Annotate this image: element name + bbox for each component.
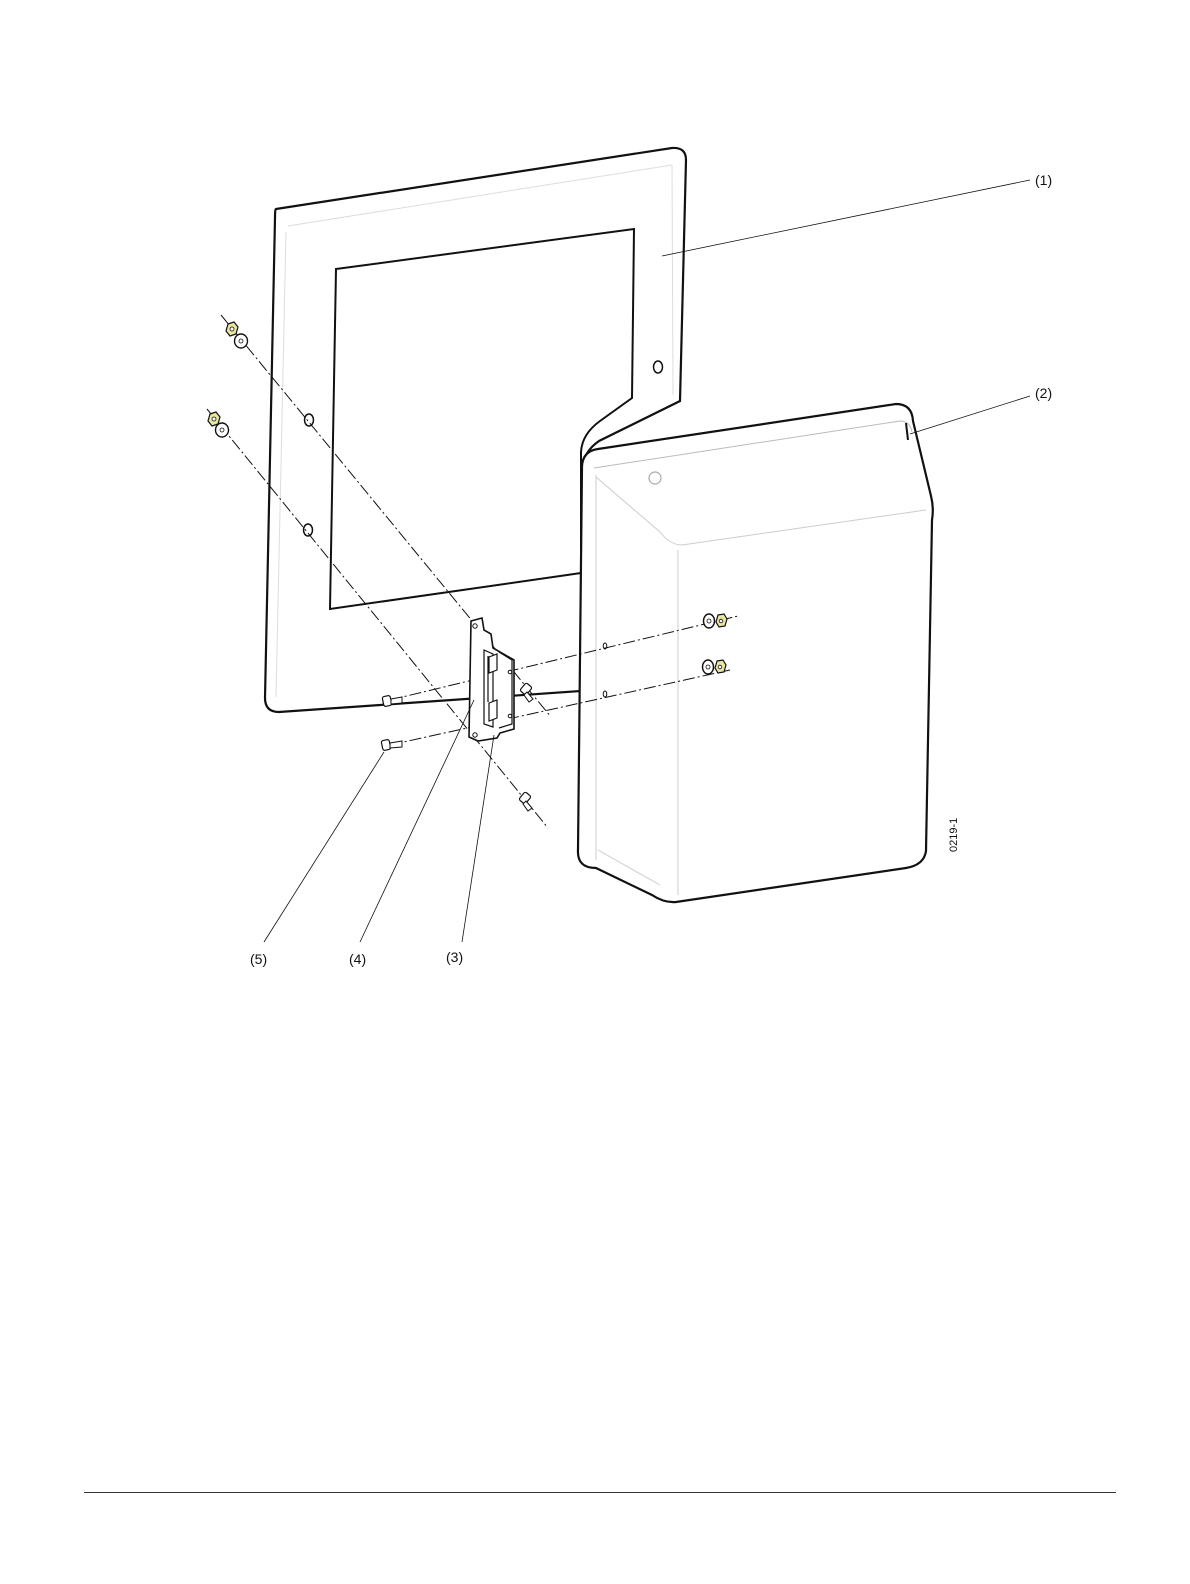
washer-bore — [707, 619, 711, 623]
leader-2 — [910, 396, 1030, 434]
screw-head — [382, 695, 392, 706]
nut-bore — [230, 327, 234, 331]
callout-2: (2) — [1035, 385, 1052, 401]
enclosure-outline — [578, 404, 933, 902]
nut-bore — [719, 619, 723, 623]
frame-hole-right — [654, 361, 663, 373]
leader-1 — [662, 180, 1030, 256]
enclosure-top-hole — [649, 472, 661, 484]
washer-bore — [239, 339, 243, 343]
screw-shank — [523, 801, 532, 811]
callout-3: (3) — [446, 949, 463, 965]
callout-1: (1) — [1035, 172, 1052, 188]
leader-3 — [462, 735, 494, 942]
screw-bottom — [519, 792, 532, 811]
washer-bore — [706, 665, 710, 669]
rear-enclosure — [578, 404, 933, 902]
screw-lower-left — [381, 739, 402, 750]
footer-rule — [84, 1492, 1116, 1493]
leader-5 — [264, 752, 384, 942]
figure-code: 0219-1 — [948, 818, 960, 852]
callout-4: (4) — [349, 951, 366, 967]
nut-bore — [718, 665, 722, 669]
callout-5: (5) — [250, 951, 267, 967]
frame-hole-left-upper — [305, 414, 314, 426]
nut-washer-lower-left — [208, 412, 229, 437]
washer-bore — [220, 428, 224, 432]
leader-4 — [360, 700, 474, 942]
screw-head — [381, 739, 391, 750]
nut-washer-upper-left — [226, 322, 248, 348]
screw-shank — [390, 741, 402, 748]
nut-bore — [212, 417, 216, 421]
